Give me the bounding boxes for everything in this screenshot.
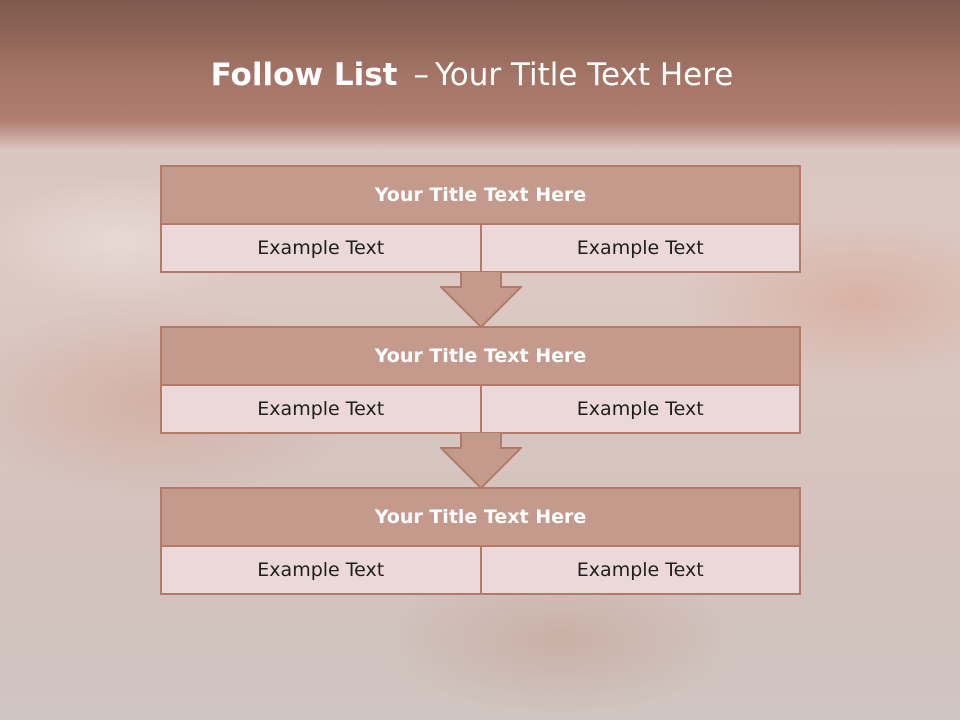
step-cell-left: Example Text — [257, 237, 385, 259]
slide-title: Follow List–Your Title Text Here — [0, 52, 944, 98]
step-box-3: Your Title Text Here Example Text Exampl… — [160, 487, 801, 595]
title-rest: Your Title Text Here — [434, 57, 734, 93]
title-separator: – — [413, 57, 429, 93]
step-title: Your Title Text Here — [162, 489, 799, 547]
arrow-down-icon — [440, 271, 522, 328]
step-box-2: Your Title Text Here Example Text Exampl… — [160, 326, 801, 434]
step-cell-left: Example Text — [257, 559, 385, 581]
title-bold: Follow List — [210, 57, 398, 93]
step-cell-right: Example Text — [479, 386, 800, 432]
step-title: Your Title Text Here — [162, 328, 799, 386]
step-cell-right: Example Text — [479, 225, 800, 271]
step-title: Your Title Text Here — [162, 167, 799, 225]
step-row: Example Text Example Text — [162, 547, 799, 593]
step-row: Example Text Example Text — [162, 225, 799, 271]
step-row: Example Text Example Text — [162, 386, 799, 432]
header-band — [0, 0, 960, 150]
arrow-down-icon — [440, 432, 522, 489]
step-cell-right: Example Text — [479, 547, 800, 593]
step-box-1: Your Title Text Here Example Text Exampl… — [160, 165, 801, 273]
step-cell-left: Example Text — [257, 398, 385, 420]
